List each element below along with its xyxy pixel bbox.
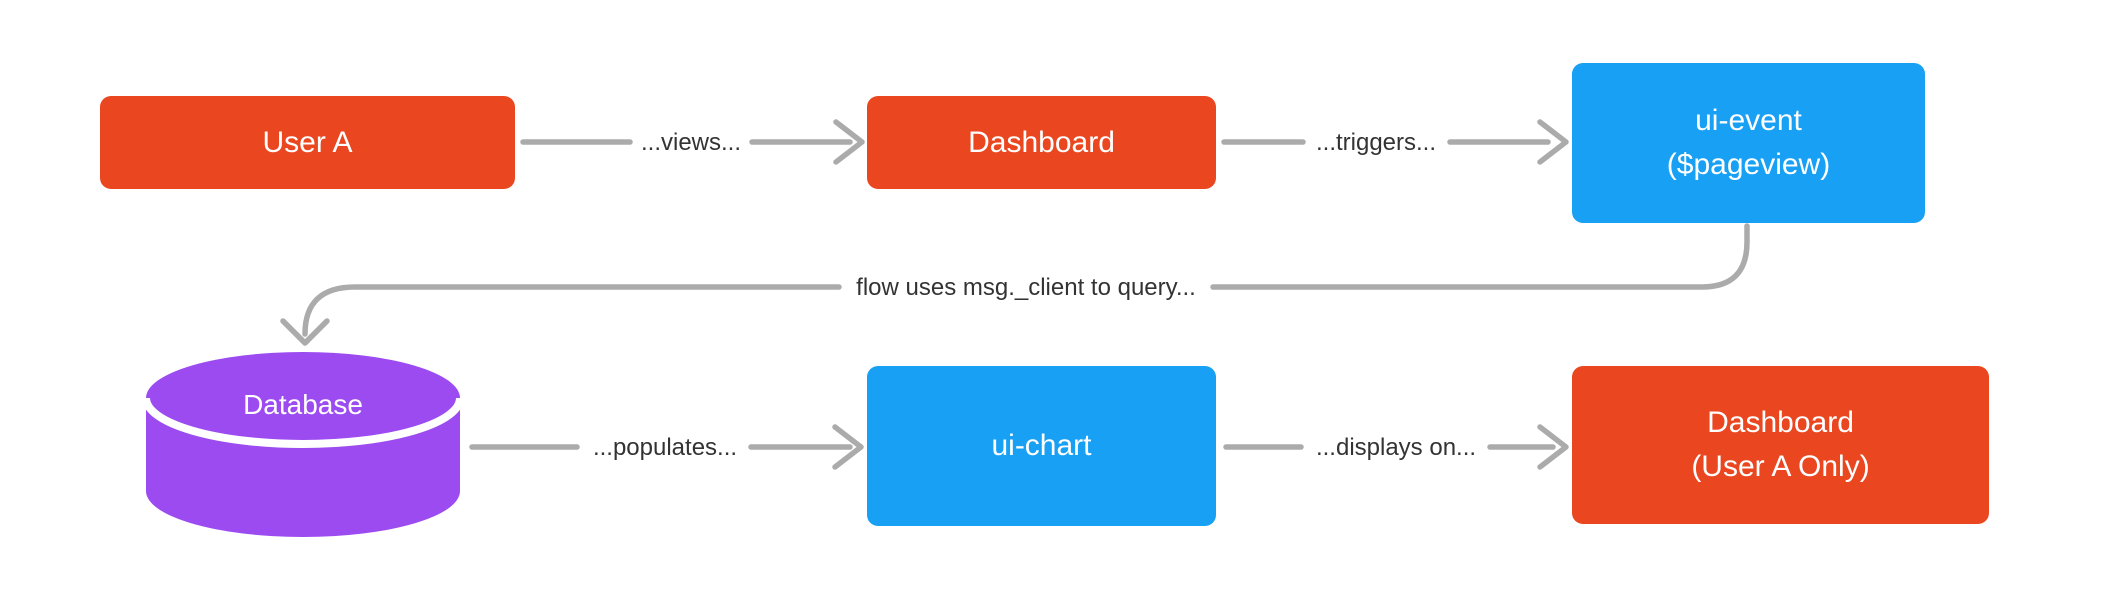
views-arrowhead-icon	[833, 119, 865, 165]
edge-label-triggers: ...triggers...	[1315, 129, 1437, 156]
node-dashboard-label: Dashboard	[968, 125, 1115, 159]
node-user-a: User A	[100, 96, 515, 189]
edge-label-displays-on: ...displays on...	[1315, 434, 1477, 461]
node-ui-chart-label: ui-chart	[991, 429, 1092, 462]
query-arrowhead-icon	[280, 318, 330, 346]
node-dashboard-user-a-label-line1: Dashboard	[1707, 406, 1854, 439]
edge-label-views: ...views...	[640, 129, 742, 156]
edge-label-query: flow uses msg._client to query...	[856, 274, 1196, 301]
triggers-arrowhead-icon	[1537, 119, 1569, 165]
populates-arrowhead-icon	[832, 424, 864, 470]
query-arrow-line-left	[302, 284, 842, 337]
edge-label-populates: ...populates...	[592, 434, 738, 461]
node-ui-chart: ui-chart	[867, 366, 1216, 526]
database-cylinder-rim	[142, 397, 464, 448]
node-ui-event-label-line1: ui-event	[1695, 104, 1802, 137]
node-dashboard-user-a-label-line2: (User A Only)	[1691, 450, 1870, 483]
node-dashboard-user-a: Dashboard (User A Only)	[1572, 366, 1989, 524]
node-dashboard: Dashboard	[867, 96, 1216, 189]
query-arrow-line-right	[1210, 223, 1750, 290]
node-ui-event-label-line2: ($pageview)	[1666, 148, 1831, 181]
database-cylinder	[142, 352, 464, 537]
node-user-a-label: User A	[262, 125, 353, 159]
node-database-label: Database	[243, 389, 363, 420]
node-ui-event: ui-event ($pageview)	[1572, 63, 1925, 223]
displays-on-arrowhead-icon	[1537, 424, 1569, 470]
